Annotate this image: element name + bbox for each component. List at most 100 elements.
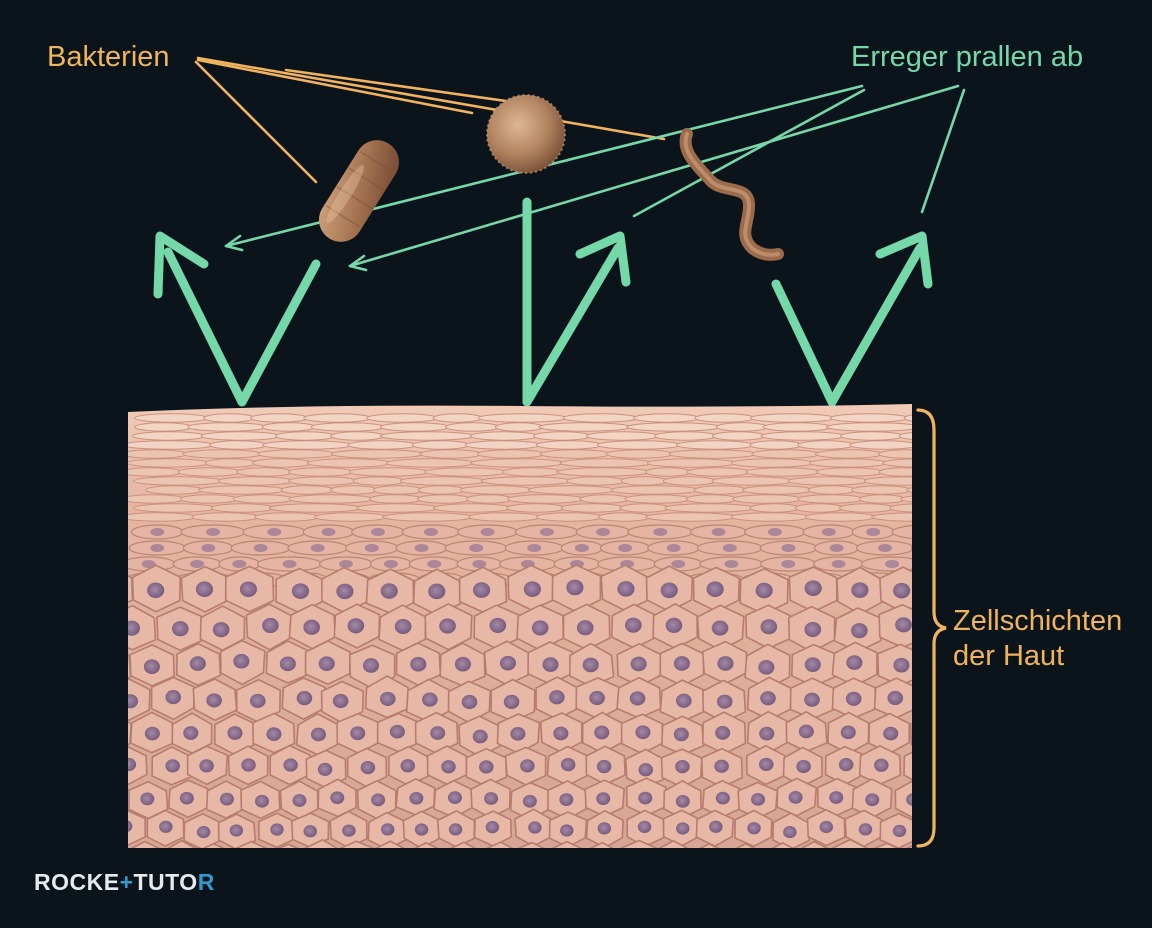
flat-cell	[624, 494, 691, 504]
cell-nucleus	[750, 792, 765, 806]
cell-nucleus	[317, 851, 330, 863]
cell-nucleus	[582, 657, 599, 673]
flat-cell	[858, 494, 906, 504]
cell-nucleus	[781, 560, 796, 568]
cell-nucleus	[804, 580, 822, 596]
flat-cell	[182, 449, 263, 459]
cell-nucleus	[520, 759, 535, 773]
cell-nucleus	[254, 794, 269, 808]
cell-nucleus	[473, 582, 491, 598]
cell-nucleus	[461, 694, 478, 710]
cell-nucleus	[303, 619, 320, 635]
flat-cell	[217, 476, 294, 486]
cell-nucleus	[179, 791, 194, 805]
pointer-line-extra	[284, 68, 522, 105]
cell-nucleus	[360, 760, 376, 775]
cell-nucleus	[422, 692, 438, 707]
flat-cell	[128, 449, 188, 459]
cell-nucleus	[427, 560, 442, 568]
logo-plus: +	[119, 869, 134, 895]
flat-cell	[741, 485, 813, 495]
basal-cell	[202, 842, 225, 848]
basal-cell	[128, 653, 132, 679]
cell-nucleus	[594, 725, 610, 740]
cell-nucleus	[906, 793, 912, 806]
flat-cell	[598, 512, 651, 522]
basal-cell	[873, 842, 900, 848]
cell-nucleus	[206, 528, 221, 536]
flat-cell	[330, 485, 378, 495]
cell-nucleus	[233, 653, 250, 669]
flat-cell	[191, 512, 260, 522]
cell-nucleus	[576, 620, 594, 636]
cell-nucleus	[342, 824, 356, 837]
cell-nucleus	[667, 853, 680, 865]
basal-cell	[800, 840, 829, 848]
cell-nucleus	[448, 823, 463, 836]
cell-nucleus	[489, 617, 507, 633]
cell-nucleus	[350, 726, 366, 741]
cell-nucleus	[370, 528, 385, 536]
cell-nucleus	[267, 528, 282, 536]
flat-cell	[252, 458, 312, 468]
cell-nucleus	[283, 854, 296, 866]
basal-cell	[234, 840, 268, 848]
cell-nucleus	[638, 763, 653, 777]
flat-cell	[288, 476, 358, 486]
cell-nucleus	[400, 759, 416, 773]
flat-cell	[424, 467, 507, 477]
cell-nucleus	[673, 727, 689, 742]
basal-cell	[905, 845, 912, 848]
flat-cell	[268, 503, 362, 513]
bounce-arrow-middle	[522, 197, 631, 407]
flat-cell	[871, 512, 912, 522]
flat-cell	[280, 485, 336, 495]
flat-cell	[133, 503, 216, 513]
cell-nucleus	[485, 821, 500, 834]
cell-nucleus	[207, 854, 220, 866]
skin-layers-label-line2: der Haut	[953, 640, 1065, 672]
cell-nucleus	[262, 617, 279, 634]
cell-nucleus	[676, 822, 690, 835]
cell-nucleus	[441, 760, 456, 774]
cell-nucleus	[634, 852, 647, 864]
flat-cell	[411, 440, 470, 450]
coccus-bacterium	[486, 94, 566, 174]
cell-nucleus	[858, 823, 873, 836]
cell-nucleus	[714, 759, 729, 773]
cell-nucleus	[291, 583, 310, 599]
flat-cell	[330, 449, 425, 459]
flat-cell	[762, 422, 832, 432]
flat-cell	[187, 422, 267, 432]
flat-cell	[180, 494, 238, 504]
basal-cell	[589, 841, 614, 848]
flat-cell	[379, 422, 451, 432]
cell-nucleus	[917, 528, 931, 536]
flat-cell	[596, 440, 681, 450]
cell-nucleus	[665, 617, 683, 633]
flat-cell	[348, 467, 430, 477]
cell-nucleus	[201, 544, 216, 552]
flat-cell	[610, 485, 699, 495]
flat-cell	[476, 449, 545, 459]
flat-cell	[466, 494, 513, 504]
flat-cell	[898, 432, 912, 440]
flat-cell	[787, 476, 869, 486]
basal-cell	[920, 679, 961, 719]
flat-cell	[366, 413, 438, 423]
bounce-arrow-right	[771, 231, 933, 407]
flat-cell	[128, 512, 197, 522]
rocket-tutor-logo: ROCKE+TUTOR	[34, 869, 215, 896]
cell-nucleus	[183, 726, 199, 740]
cell-nucleus	[523, 581, 541, 597]
deflection-line-4	[920, 88, 966, 214]
flat-cell	[145, 485, 204, 495]
flat-cell	[654, 431, 717, 441]
transitional-cell	[910, 545, 912, 551]
cell-nucleus	[755, 582, 773, 599]
cell-nucleus	[819, 820, 834, 834]
cell-nucleus	[479, 760, 494, 774]
flat-cell	[815, 449, 884, 459]
cell-nucleus	[283, 758, 298, 772]
flat-cell	[386, 458, 476, 468]
